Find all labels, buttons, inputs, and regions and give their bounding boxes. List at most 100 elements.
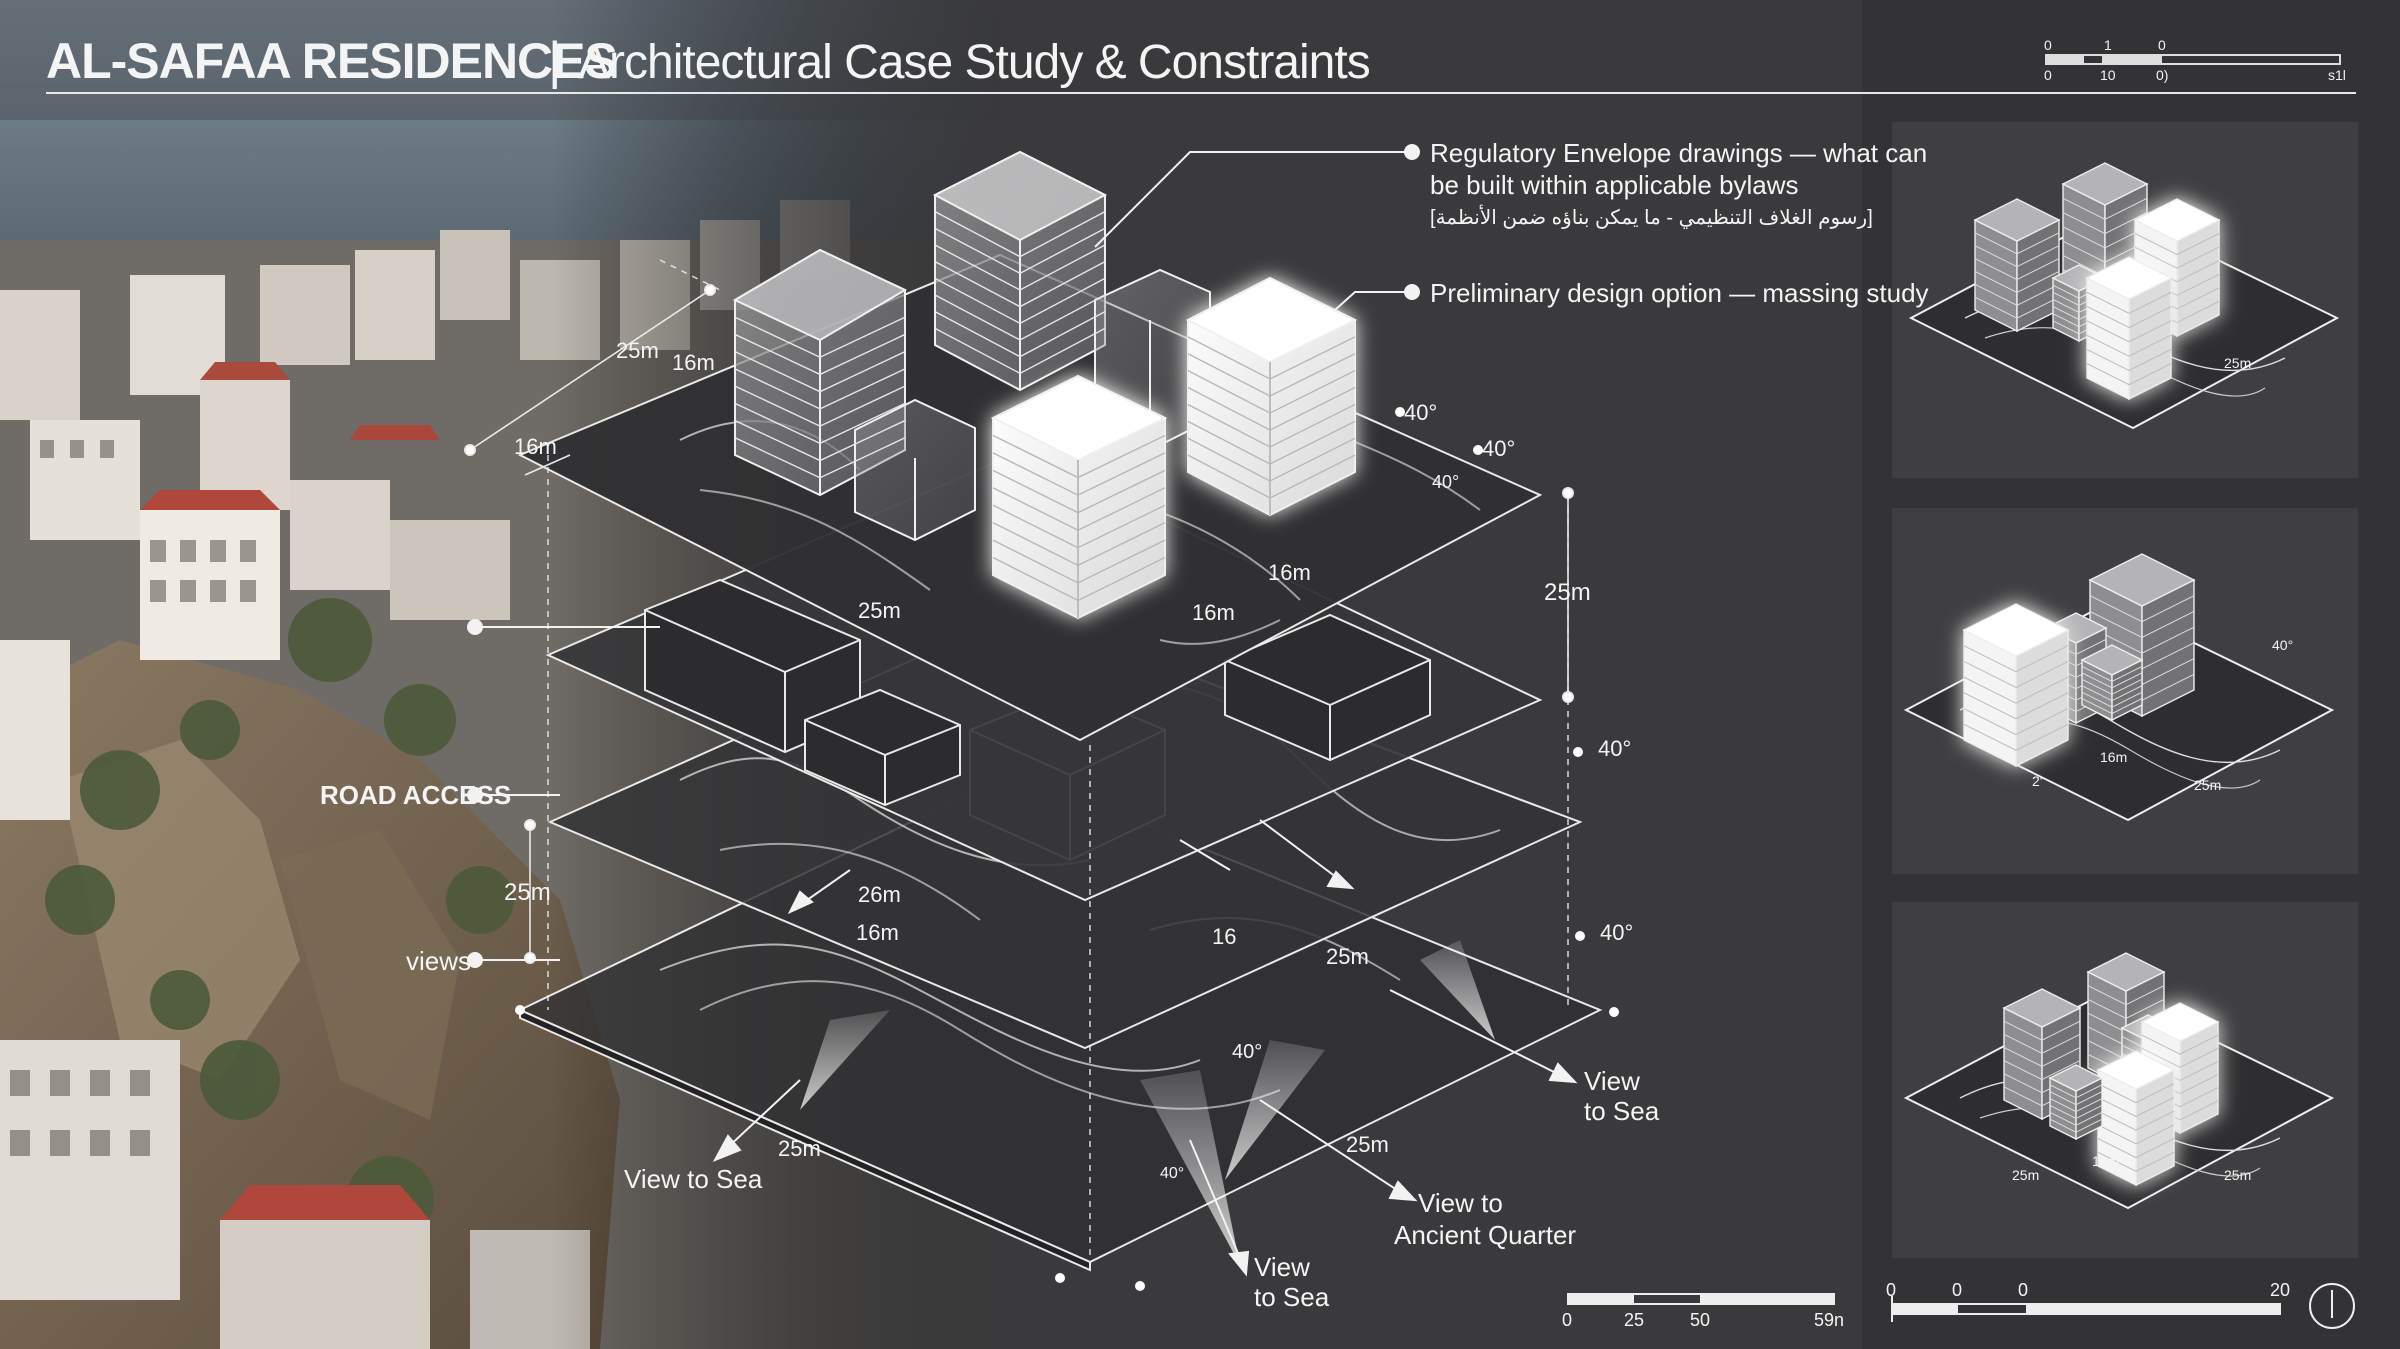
thumb-floor-line bbox=[2081, 698, 2143, 715]
site-photo bbox=[0, 0, 1000, 1349]
thumb-floor-line bbox=[2062, 226, 2148, 249]
thumb-floor-line bbox=[1974, 245, 2060, 268]
thumb-floor-line bbox=[2141, 1034, 2219, 1055]
thumb-floor-line bbox=[2049, 1104, 2103, 1119]
preliminary-callout: Preliminary design option — massing stud… bbox=[1430, 278, 1929, 308]
floor-line bbox=[1187, 454, 1356, 499]
thumb-tower-top bbox=[1962, 603, 2070, 657]
thumb-floor-line bbox=[1974, 258, 2060, 281]
thumb-tower-top bbox=[2048, 1064, 2104, 1092]
thumb-floor-line bbox=[2062, 240, 2148, 263]
thumb-tower-top bbox=[1973, 198, 2061, 242]
thumb-floor-line bbox=[2134, 246, 2220, 269]
floor-line bbox=[734, 419, 906, 462]
floor-line bbox=[1187, 353, 1356, 397]
thumb-floor-line bbox=[2097, 1110, 2175, 1131]
thumb-floor-line bbox=[2089, 610, 2195, 638]
thumb-floor-line bbox=[2081, 665, 2143, 682]
angle-1: 40° bbox=[1404, 400, 1437, 425]
thumb-tower-top bbox=[2085, 256, 2173, 300]
angle-2: 40° bbox=[1482, 436, 1515, 461]
regulatory-callout-line1: Regulatory Envelope drawings — what can bbox=[1430, 138, 1927, 168]
svg-text:25: 25 bbox=[1624, 1310, 1644, 1330]
dim-25m-bottom: 25m bbox=[778, 1136, 821, 1161]
thumb-floor-line bbox=[2049, 1084, 2103, 1099]
thumb-tower-top bbox=[2086, 952, 2166, 992]
thumb-floor-line bbox=[2003, 1020, 2081, 1041]
svg-text:59n: 59n bbox=[1814, 1310, 1844, 1330]
thumb3-dim-a: 25m bbox=[2012, 1167, 2039, 1183]
floor-line bbox=[934, 227, 1106, 275]
svg-text:0: 0 bbox=[2044, 37, 2052, 53]
project-title: AL-SAFAA RESIDENCES bbox=[46, 33, 617, 89]
floor-line bbox=[1187, 437, 1356, 482]
option-thumb-3[interactable] bbox=[1903, 952, 2335, 1210]
thumb-floor-line bbox=[2086, 320, 2172, 343]
thumb-floor-line bbox=[1963, 645, 2069, 673]
header: AL-SAFAA RESIDENCES | Architectural Case… bbox=[46, 32, 2356, 94]
regulatory-callout-line2: be built within applicable bylaws bbox=[1430, 170, 1799, 200]
floor-line bbox=[992, 539, 1166, 584]
road-access-label: ROAD ACCESS bbox=[320, 780, 511, 810]
view-to-sea-right-1: View bbox=[1584, 1066, 1640, 1096]
thumb-floor-line bbox=[2003, 1033, 2081, 1054]
thumb-floor-line bbox=[2049, 1118, 2103, 1133]
svg-text:0: 0 bbox=[2018, 1280, 2028, 1300]
thumb-floor-line bbox=[1963, 708, 2069, 736]
floor-line bbox=[1187, 420, 1356, 465]
dim-16m-mid: 16m bbox=[1268, 560, 1311, 585]
thumb-floor-line bbox=[2062, 212, 2148, 235]
thumb2-dim-a: 40° bbox=[2272, 637, 2293, 653]
floor-line bbox=[934, 211, 1106, 258]
scale-bar-top: 0 1 0 0 10 0) s1l bbox=[2044, 37, 2346, 83]
thumb-floor-line bbox=[2089, 595, 2195, 623]
svg-text:0: 0 bbox=[2158, 37, 2166, 53]
view-to-ancient-1: View to bbox=[1418, 1188, 1503, 1218]
dim-16m-top: 16m bbox=[672, 350, 715, 375]
dim-16m-left: 16m bbox=[514, 434, 557, 459]
north-arrow-icon bbox=[2309, 1283, 2355, 1329]
thumb-tower-top bbox=[2080, 644, 2144, 676]
svg-text:0: 0 bbox=[1886, 1280, 1896, 1300]
floor-line bbox=[934, 327, 1106, 375]
floor-lines bbox=[734, 211, 1356, 602]
thumb-floor-line bbox=[2049, 1111, 2103, 1126]
option-thumb-1[interactable] bbox=[1908, 162, 2340, 430]
dim-16m-low: 16m bbox=[856, 920, 899, 945]
thumb-tower bbox=[2096, 1050, 2176, 1187]
thumb-floor-line bbox=[2097, 1138, 2175, 1159]
thumb-dimensions: 25m 40° 25m 16m 2' 25m 25m 16m bbox=[2012, 355, 2293, 1183]
svg-text:50: 50 bbox=[1690, 1310, 1710, 1330]
thumb-floor-line bbox=[1963, 660, 2069, 688]
thumb-floor-line bbox=[2134, 233, 2220, 256]
svg-text:0: 0 bbox=[1952, 1280, 1962, 1300]
floor-line bbox=[934, 294, 1106, 341]
floor-line bbox=[934, 244, 1106, 291]
floor-line bbox=[1187, 403, 1356, 448]
floor-line bbox=[992, 504, 1166, 549]
thumb2-dim-d: 2' bbox=[2032, 773, 2042, 789]
thumb2-dim-c: 16m bbox=[2100, 749, 2127, 765]
svg-text:0): 0) bbox=[2156, 67, 2168, 83]
floor-line bbox=[734, 368, 906, 410]
angle-6: 40° bbox=[1232, 1041, 1262, 1063]
thumb-floor-line bbox=[2097, 1096, 2175, 1117]
thumb1-dim: 25m bbox=[2224, 355, 2251, 371]
thumb-tower bbox=[2080, 644, 2144, 722]
angle-5: 40° bbox=[1600, 920, 1633, 945]
view-to-ancient-2: Ancient Quarter bbox=[1394, 1220, 1576, 1250]
floor-line bbox=[992, 434, 1166, 479]
page-subtitle: Architectural Case Study & Constraints bbox=[578, 36, 1370, 89]
thumb-floor-line bbox=[2062, 197, 2148, 220]
floor-line bbox=[734, 333, 906, 376]
thumb-floor-line bbox=[2086, 348, 2172, 371]
dim-25m-low: 25m bbox=[1326, 944, 1369, 969]
thumb-floor-line bbox=[2081, 672, 2143, 689]
thumb-tower-top bbox=[2140, 1002, 2220, 1042]
view-to-sea-bottom-2: to Sea bbox=[1254, 1282, 1330, 1312]
callouts: Regulatory Envelope drawings — what can … bbox=[320, 138, 1929, 976]
option-thumb-2[interactable] bbox=[1903, 553, 2335, 822]
dim-25m-top: 25m bbox=[616, 338, 659, 363]
thumb-floor-line bbox=[1974, 270, 2060, 293]
